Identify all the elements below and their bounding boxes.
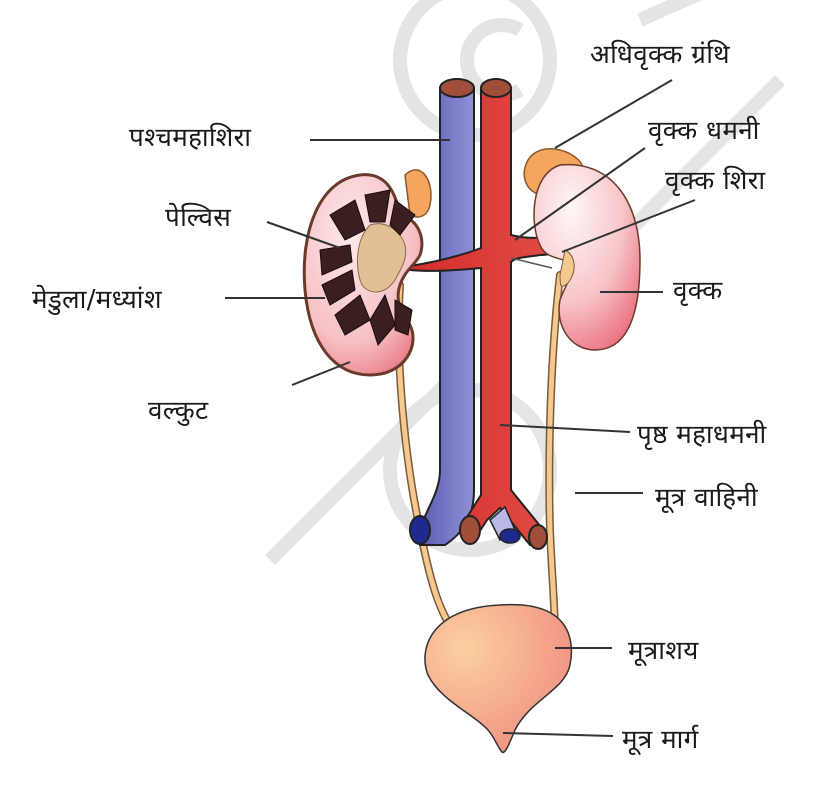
medulla-pyramids bbox=[319, 189, 416, 347]
label-pelvis: पेल्विस bbox=[165, 203, 232, 233]
label-adrenal-gland: अधिवृक्क ग्रंथि bbox=[590, 40, 730, 70]
inferior-vena-cava bbox=[409, 78, 475, 546]
left-kidney-section bbox=[302, 169, 432, 377]
label-dorsal-aorta: पृष्ठ महाधमनी bbox=[637, 420, 767, 450]
urinary-bladder bbox=[424, 603, 573, 754]
label-cortex: वल्कुट bbox=[148, 396, 209, 426]
label-inferior-vena-cava: पश्चमहाशिरा bbox=[129, 123, 252, 153]
leader-lines bbox=[225, 79, 696, 737]
label-urethra: मूत्र मार्ग bbox=[622, 725, 699, 755]
ureters bbox=[394, 271, 564, 649]
label-urinary-bladder: मूत्राशय bbox=[628, 636, 699, 666]
label-kidney: वृक्क bbox=[673, 276, 723, 306]
label-ureter: मूत्र वाहिनी bbox=[655, 483, 758, 513]
right-kidney bbox=[523, 148, 641, 351]
label-renal-artery: वृक्क धमनी bbox=[648, 116, 760, 146]
label-medulla: मेडुला/मध्यांश bbox=[32, 285, 162, 315]
label-renal-vein: वृक्क शिरा bbox=[665, 166, 766, 196]
